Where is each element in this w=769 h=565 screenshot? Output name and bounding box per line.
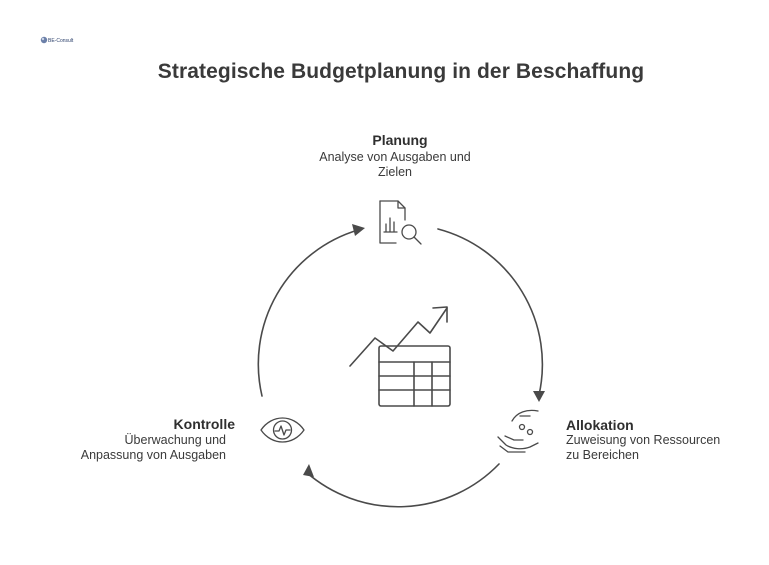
node-desc-allokation-line1: Zuweisung von Ressourcen [566, 433, 721, 447]
cycle-arrow-kontrolle-to-planung [257, 224, 365, 397]
node-desc-allokation: Zuweisung von Ressourcen zu Bereichen [566, 433, 720, 463]
page-title: Strategische Budgetplanung in der Bescha… [157, 60, 645, 83]
node-desc-kontrolle-line2: Anpassung von Ausgaben [80, 448, 226, 462]
document-chart-search-icon [379, 200, 422, 245]
eye-pulse-icon [260, 417, 305, 443]
node-desc-planung-line2: Zielen [377, 165, 413, 179]
cycle-arrow-allokation-to-kontrolle [303, 463, 500, 508]
node-desc-kontrolle: Überwachung und Anpassung von Ausgaben [40, 433, 226, 463]
node-title-allokation: Allokation [566, 417, 634, 433]
trend-table-icon [349, 306, 451, 407]
node-desc-planung-line1: Analyse von Ausgaben und [319, 150, 471, 164]
company-logo: BE-Consult [40, 36, 74, 44]
hand-coins-icon [497, 409, 539, 453]
node-desc-allokation-line2: zu Bereichen [566, 448, 639, 462]
node-title-kontrolle: Kontrolle [173, 416, 235, 432]
logo-text: BE-Consult [48, 38, 74, 44]
node-desc-kontrolle-line1: Überwachung und [124, 433, 226, 447]
node-desc-planung: Analyse von Ausgaben und Zielen [295, 150, 495, 180]
node-title-planung: Planung [372, 132, 428, 148]
cycle-arrow-planung-to-allokation [437, 228, 545, 402]
